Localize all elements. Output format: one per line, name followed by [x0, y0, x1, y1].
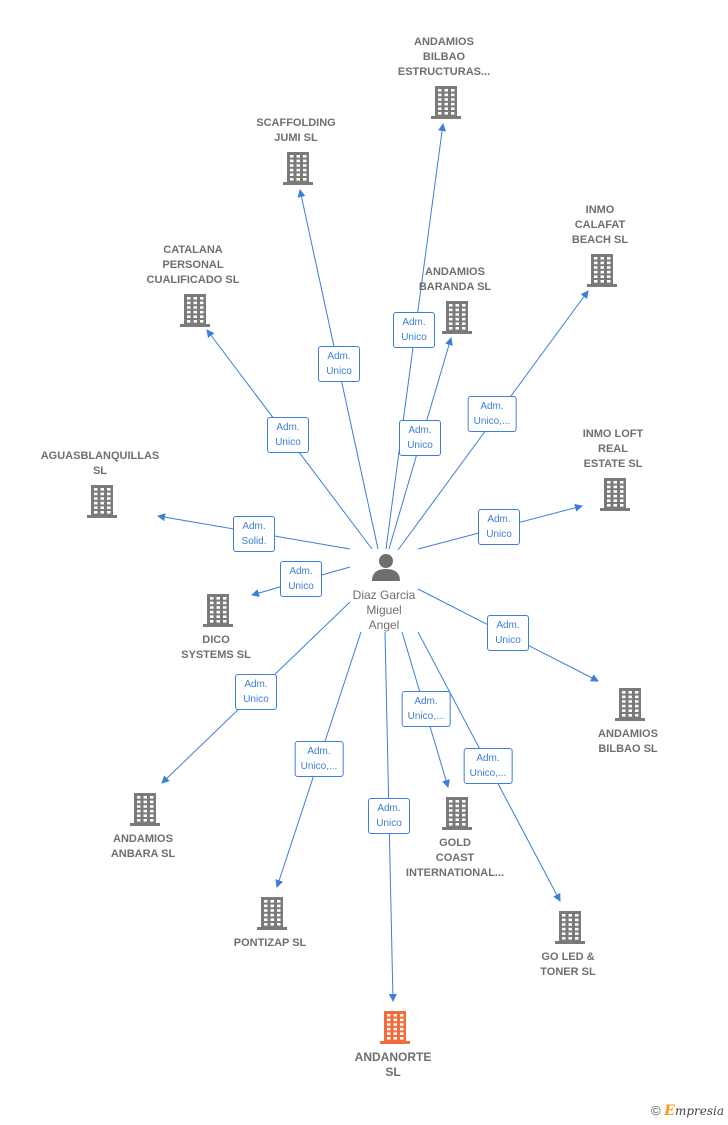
company-label-catalana-personal[interactable]: CATALANA PERSONAL CUALIFICADO SL [146, 244, 240, 286]
role-badge-inmo-loft: Adm. Unico [478, 509, 520, 545]
company-label-dico-systems[interactable]: DICO SYSTEMS SL [181, 634, 251, 661]
person-name[interactable]: Diaz Garcia Miguel Angel [352, 588, 416, 632]
company-label-andanorte[interactable]: ANDANORTE SL [354, 1050, 432, 1079]
building-icon[interactable] [283, 152, 313, 185]
role-badge-scaffolding-jumi: Adm. Unico [318, 346, 360, 382]
company-label-andamios-bilbao[interactable]: ANDAMIOS BILBAO SL [598, 728, 658, 755]
company-label-andamios-bilbao-estructuras[interactable]: ANDAMIOS BILBAO ESTRUCTURAS... [397, 36, 491, 78]
role-badge-aguasblanquillas: Adm. Solid. [233, 516, 275, 552]
building-icon[interactable] [431, 86, 461, 119]
role-badge-andamios-anbara: Adm. Unico [235, 674, 277, 710]
building-icon[interactable] [587, 254, 617, 287]
building-icon[interactable] [87, 485, 117, 518]
building-icon[interactable] [130, 793, 160, 826]
company-label-andamios-anbara[interactable]: ANDAMIOS ANBARA SL [110, 833, 176, 860]
role-badge-pontizap: Adm. Unico,... [294, 741, 344, 777]
role-badge-inmo-calafat: Adm. Unico,... [467, 396, 517, 432]
company-label-inmo-calafat[interactable]: INMO CALAFAT BEACH SL [571, 204, 629, 246]
building-icon[interactable] [442, 301, 472, 334]
role-badge-andamios-bilbao: Adm. Unico [487, 615, 529, 651]
building-icon[interactable] [203, 594, 233, 627]
building-icon[interactable] [180, 294, 210, 327]
company-label-gold-coast[interactable]: GOLD COAST INTERNATIONAL... [405, 837, 505, 879]
building-icon[interactable] [380, 1011, 410, 1044]
role-badge-andamios-bilbao-estructuras: Adm. Unico [393, 312, 435, 348]
role-badge-go-led-toner: Adm. Unico,... [463, 748, 513, 784]
role-badge-andanorte: Adm. Unico [368, 798, 410, 834]
role-badge-catalana-personal: Adm. Unico [267, 417, 309, 453]
company-label-andamios-baranda[interactable]: ANDAMIOS BARANDA SL [418, 266, 492, 293]
building-icon[interactable] [600, 478, 630, 511]
building-icon[interactable] [555, 911, 585, 944]
empresia-logo: Empresia [664, 1103, 724, 1119]
role-badge-gold-coast: Adm. Unico,... [401, 691, 451, 727]
company-label-inmo-loft[interactable]: INMO LOFT REAL ESTATE SL [582, 428, 644, 470]
role-badge-dico-systems: Adm. Unico [280, 561, 322, 597]
role-badge-andamios-baranda: Adm. Unico [399, 420, 441, 456]
person-icon[interactable] [372, 554, 400, 581]
footer-brand: © Empresia [651, 1103, 724, 1119]
building-icon[interactable] [442, 797, 472, 830]
building-icon[interactable] [615, 688, 645, 721]
company-label-go-led-toner[interactable]: GO LED & TONER SL [540, 951, 596, 978]
company-label-scaffolding-jumi[interactable]: SCAFFOLDING JUMI SL [256, 117, 336, 144]
company-label-pontizap[interactable]: PONTIZAP SL [233, 937, 307, 949]
building-icon[interactable] [257, 897, 287, 930]
copyright-symbol: © [651, 1103, 661, 1118]
company-label-aguasblanquillas[interactable]: AGUASBLANQUILLAS SL [40, 450, 160, 477]
